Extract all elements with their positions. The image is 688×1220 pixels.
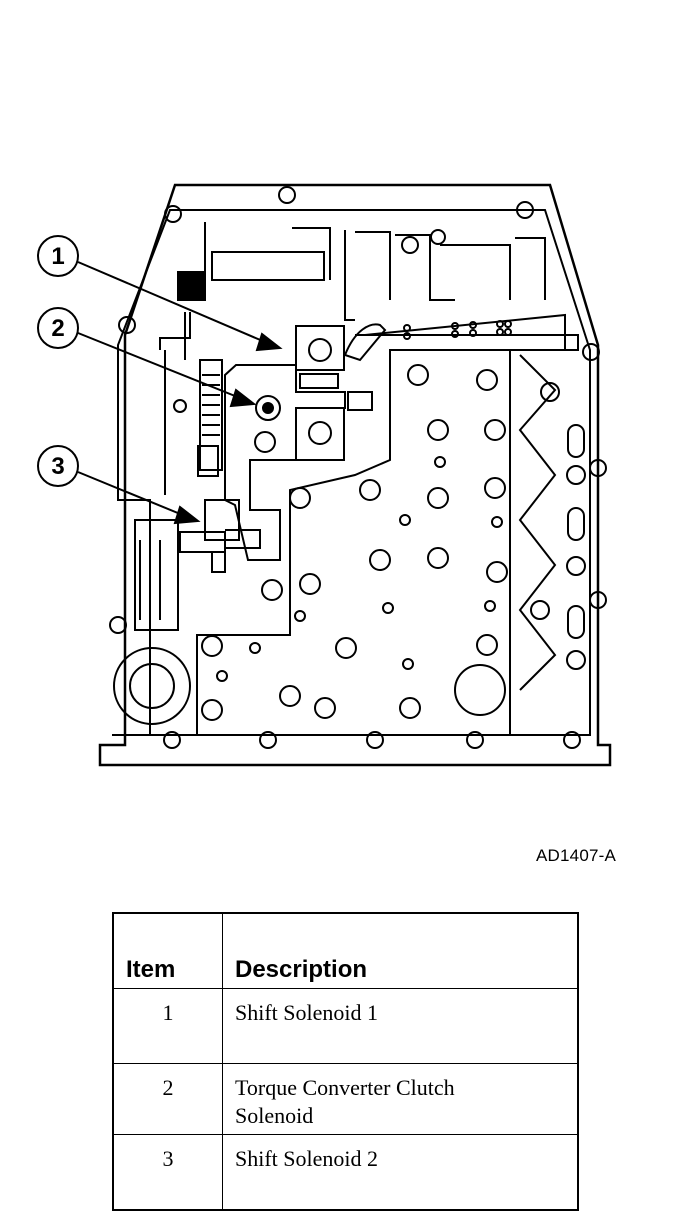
valve-body-plate [196,349,511,736]
callout-2-leader [77,332,246,401]
legend-row: 3 Shift Solenoid 2 [112,1134,579,1211]
callout-2-arrowhead [229,388,257,408]
right-hex-bosses [530,382,586,670]
callout-2: 2 [37,307,257,408]
callout-3: 3 [37,445,201,525]
shift-solenoid-2 [179,499,261,573]
legend-table: Item Description 1 Shift Solenoid 1 2 To… [112,912,579,1211]
callout-1-arrowhead [255,332,283,352]
case-bore [113,647,191,725]
solenoid-bracket [224,364,346,561]
callout-1-leader [77,261,273,346]
right-oblong-ports [567,424,585,639]
case-inner-outline [117,209,591,736]
right-passages [518,354,557,691]
valve-body-channels [134,222,579,631]
legend-item-description-line: Solenoid [235,1103,314,1128]
callout-3-leader [77,471,191,519]
shift-solenoid-1 [295,325,345,371]
legend-item-number: 1 [112,988,223,1064]
tcc-solenoid [254,395,281,453]
legend-item-description: Shift Solenoid 1 [222,988,579,1064]
valve-body-diagram: 1 2 3 [37,183,612,767]
guide-rail [159,312,191,495]
figure-id: AD1407-A [536,846,617,865]
separator-plate [364,313,573,350]
shift-solenoid-2-upper [295,407,345,461]
legend-item-number: 2 [112,1063,223,1135]
case-bolt-holes [109,186,607,749]
callout-3-arrowhead [173,505,201,525]
legend-header-row: Item Description [112,912,579,989]
spring-stack [197,359,223,477]
legend-header-description: Description [222,912,579,989]
case-outer-outline [98,183,612,767]
legend-item-number: 3 [112,1134,223,1211]
legend-item-description-line: Torque Converter Clutch [235,1075,455,1100]
solenoid-connector [299,323,387,411]
callout-1-number: 1 [51,243,64,270]
legend-row: 1 Shift Solenoid 1 [112,988,579,1064]
legend-item-description: Shift Solenoid 2 [222,1134,579,1211]
legend-header-item: Item [112,912,223,989]
callout-3-number: 3 [51,453,64,480]
valve-body-bolts [173,236,508,721]
callout-1: 1 [37,235,283,352]
callout-2-number: 2 [51,315,64,342]
